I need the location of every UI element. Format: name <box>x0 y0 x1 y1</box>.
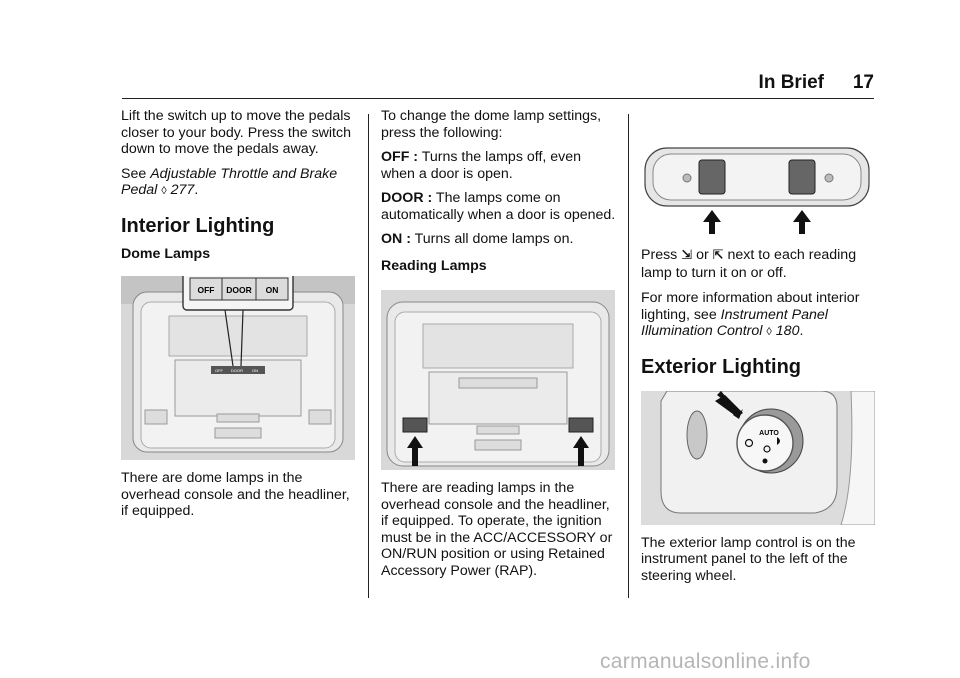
subheading-dome-lamps: Dome Lamps <box>121 245 211 262</box>
setting-door: DOOR : The lamps come on automatically w… <box>381 190 616 223</box>
page-ref-number[interactable]: 180 <box>775 323 800 339</box>
on-small-label: ON <box>252 368 258 373</box>
press-instruction: Press ⇲ or ⇱ next to each reading lamp t… <box>641 247 857 281</box>
page-ref-number[interactable]: 277 <box>170 182 195 198</box>
off-button-label: OFF <box>198 285 215 295</box>
column-3: Press ⇲ or ⇱ next to each reading lamp t… <box>641 108 877 592</box>
link-instrument-panel-illumination[interactable]: Instrument Panel Illumination Control <box>641 306 828 340</box>
column-1: Lift the switch up to move the pedals cl… <box>121 108 357 528</box>
page-reference-icon: ◊ <box>766 326 772 338</box>
exterior-lamp-control-figure: AUTO <box>641 390 875 525</box>
dome-settings-intro: To change the dome lamp settings, press … <box>381 108 602 141</box>
setting-off: OFF : Turns the lamps off, even when a d… <box>381 149 582 182</box>
on-button-label: ON <box>266 285 279 295</box>
reading-lamp-switch-figure <box>644 147 870 234</box>
section-title: In Brief <box>758 72 824 93</box>
column-2: To change the dome lamp settings, press … <box>381 108 617 587</box>
page-header: In Brief 17 <box>122 70 874 99</box>
reading-lamp-left-icon: ⇲ <box>681 247 693 262</box>
exterior-lamp-caption: The exterior lamp control is on the inst… <box>641 534 856 584</box>
door-button-label: DOOR <box>226 285 252 295</box>
page-number: 17 <box>852 72 874 93</box>
setting-on: ON : Turns all dome lamps on. <box>381 231 574 247</box>
link-adjustable-pedal[interactable]: Adjustable Throttle and Brake Pedal <box>121 165 338 199</box>
see-reference: See Adjustable Throttle and Brake Pedal … <box>121 165 338 199</box>
subheading-reading-lamps: Reading Lamps <box>381 257 487 274</box>
door-small-label: DOOR <box>231 368 243 373</box>
heading-interior-lighting: Interior Lighting <box>121 214 275 237</box>
reading-lamp-right-icon: ⇱ <box>712 247 724 262</box>
dome-lamp-caption: There are dome lamps in the overhead con… <box>121 470 350 519</box>
heading-exterior-lighting: Exterior Lighting <box>641 355 801 378</box>
knob-auto-label: AUTO <box>759 430 779 437</box>
page-reference-icon: ◊ <box>161 185 167 197</box>
dome-lamp-figure: OFF DOOR ON OFF DOOR ON <box>121 276 355 460</box>
pedal-intro: Lift the switch up to move the pedals cl… <box>121 108 351 157</box>
column-divider <box>628 114 629 598</box>
watermark: carmanualsonline.info <box>600 650 811 673</box>
off-small-label: OFF <box>215 368 224 373</box>
more-info: For more information about interior ligh… <box>641 290 860 340</box>
column-divider <box>368 114 369 598</box>
reading-lamp-caption: There are reading lamps in the overhead … <box>381 480 613 579</box>
reading-lamp-figure <box>381 290 615 470</box>
